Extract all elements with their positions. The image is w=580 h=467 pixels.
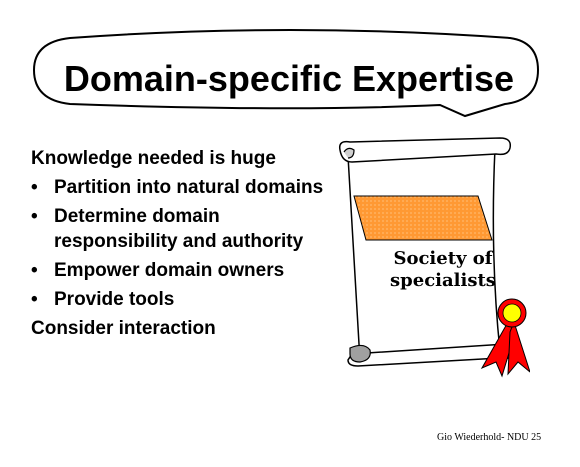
slide-footer: Gio Wiederhold- NDU 25: [437, 432, 542, 443]
caption-line2: specialists: [390, 270, 496, 291]
scroll-caption: Society of specialists: [363, 248, 523, 292]
ribbon-right: [507, 320, 530, 376]
diploma-scroll-icon: [338, 137, 530, 378]
intro-line: Knowledge needed is huge: [31, 148, 276, 169]
title-speech-bubble: [32, 29, 540, 118]
slide-title: Domain-specific Expertise: [63, 58, 515, 99]
bullet-dot-icon: •: [31, 177, 38, 198]
bullet-text: Partition into natural domains: [54, 177, 324, 198]
scroll-label: [353, 195, 493, 241]
seal-inner: [502, 303, 522, 323]
bullet-item: • Partition into natural domains: [31, 175, 331, 200]
bullet-item: • Empower domain owners: [31, 258, 331, 283]
bullet-item: • Determine domain responsibility and au…: [31, 204, 331, 254]
bullet-text: Empower domain owners: [54, 260, 285, 281]
bullet-dot-icon: •: [31, 206, 38, 227]
scroll-top-curl: [338, 137, 512, 163]
bullet-dot-icon: •: [31, 260, 38, 281]
bullet-list: • Partition into natural domains • Deter…: [31, 175, 331, 312]
bullet-item: • Provide tools: [31, 287, 331, 312]
closing-line: Consider interaction: [31, 318, 216, 339]
scroll-bottom-roll: [349, 344, 371, 363]
bullet-dot-icon: •: [31, 289, 38, 310]
caption-line1: Society of: [393, 248, 493, 269]
bullet-text: Determine domain responsibility and auth…: [54, 206, 304, 252]
body-text: Knowledge needed is huge • Partition int…: [31, 146, 331, 341]
bullet-text: Provide tools: [54, 289, 175, 310]
